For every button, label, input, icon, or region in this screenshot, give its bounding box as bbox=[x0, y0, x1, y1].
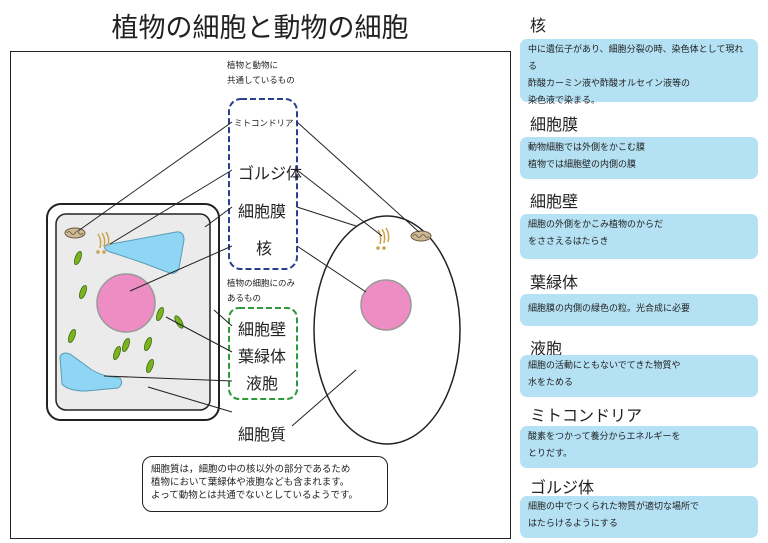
plant-vacuole-top bbox=[104, 231, 185, 274]
plant-cell-wall bbox=[46, 203, 220, 421]
definition-box-cell-membrane: 動物細胞では外側をかこむ膜 植物では細胞壁の内側の膜 bbox=[520, 137, 758, 179]
definition-box-vacuole: 細胞の活動にともないでてきた物質や 水をためる bbox=[520, 355, 758, 397]
label-golgi-body: ゴルジ体 bbox=[238, 164, 303, 183]
definition-heading-cell-wall: 細胞壁 bbox=[530, 192, 579, 211]
definition-heading-cell-membrane: 細胞膜 bbox=[530, 115, 579, 134]
animal-golgi-body bbox=[376, 227, 390, 250]
label-chloroplast: 葉緑体 bbox=[238, 347, 287, 366]
label-cell-membrane: 細胞膜 bbox=[238, 202, 287, 221]
label-nucleus: 核 bbox=[256, 239, 273, 258]
leader-lines bbox=[77, 121, 420, 427]
diagram-frame bbox=[10, 51, 511, 539]
plant-chloroplasts bbox=[68, 250, 184, 374]
definition-box-chloroplast: 細胞膜の内側の緑色の粒。光合成に必要 bbox=[520, 294, 758, 326]
label-cell-wall: 細胞壁 bbox=[238, 320, 287, 339]
definition-heading-nucleus: 核 bbox=[530, 16, 547, 35]
label-cytoplasm: 細胞質 bbox=[238, 425, 287, 444]
definition-box-cell-wall: 細胞の外側をかこみ植物のからだ をささえるはたらき bbox=[520, 214, 758, 259]
plant-only-caption: 植物の細胞にのみ あるもの bbox=[227, 279, 296, 304]
plant-vacuole-bottom bbox=[59, 352, 123, 392]
definition-box-mitochondria: 酸素をつかって養分からエネルギーを とりだす。 bbox=[520, 426, 758, 468]
definition-heading-mitochondria: ミトコンドリア bbox=[530, 406, 643, 425]
plant-golgi-body bbox=[96, 231, 110, 254]
cytoplasm-note: 細胞質は，細胞の中の核以外の部分であるため 植物において葉緑体や液胞なども含まれ… bbox=[142, 456, 388, 512]
plant-only-organelles-box bbox=[228, 307, 298, 400]
common-organelles-box bbox=[228, 98, 298, 270]
label-mitochondria: ミトコンドリア bbox=[234, 119, 294, 129]
definition-heading-vacuole: 液胞 bbox=[530, 339, 563, 358]
definition-box-nucleus: 中に遺伝子があり、細胞分裂の時、染色体として現れる 酢酸カーミン液や酢酸オルセイ… bbox=[520, 39, 758, 106]
label-vacuole: 液胞 bbox=[246, 374, 279, 393]
animal-mitochondrion bbox=[410, 230, 432, 242]
definition-heading-golgi-body: ゴルジ体 bbox=[530, 478, 595, 497]
page-title: 植物の細胞と動物の細胞 bbox=[111, 13, 409, 44]
animal-nucleus bbox=[360, 279, 412, 331]
common-caption: 植物と動物に 共通しているもの bbox=[227, 61, 295, 86]
plant-nucleus bbox=[96, 273, 156, 333]
plant-mitochondrion bbox=[64, 227, 86, 239]
definition-box-golgi-body: 細胞の中でつくられた物質が適切な場所で はたらけるようにする bbox=[520, 496, 758, 538]
definition-heading-chloroplast: 葉緑体 bbox=[530, 273, 579, 292]
